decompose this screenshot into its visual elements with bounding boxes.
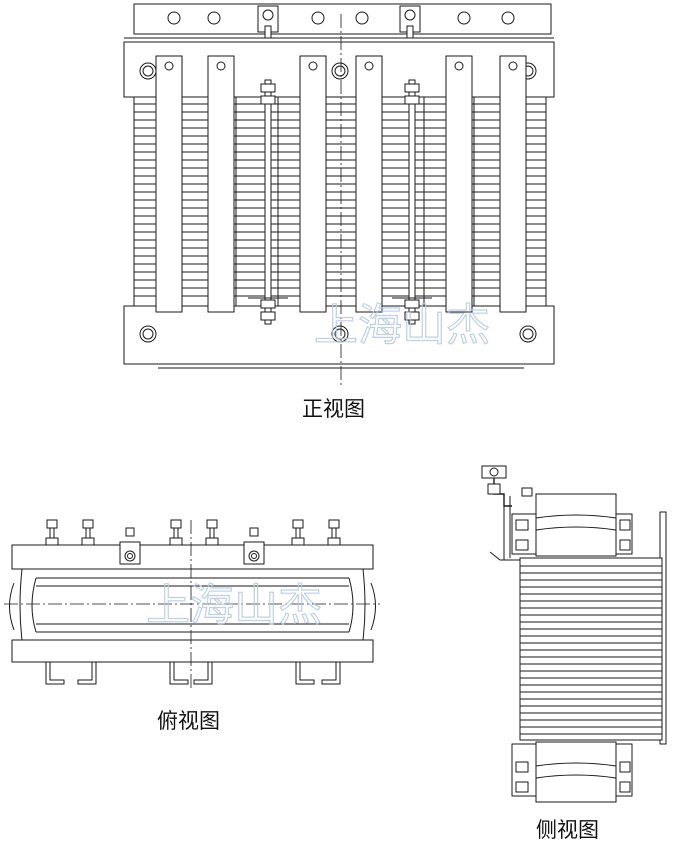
lead-strap bbox=[499, 55, 527, 313]
terminal-hole-icon bbox=[167, 11, 181, 25]
mounting-foot bbox=[295, 662, 315, 685]
terminal-block bbox=[481, 465, 507, 479]
strap-hole-icon bbox=[454, 61, 464, 71]
front-view: 正视图 bbox=[123, 3, 555, 421]
terminal-bolts bbox=[45, 519, 341, 565]
watermark-top: 上海山杰 bbox=[146, 580, 322, 631]
strap-hole-icon bbox=[216, 61, 226, 71]
nut-icon bbox=[260, 83, 276, 93]
nut-icon bbox=[292, 519, 304, 529]
core-laminations bbox=[133, 96, 547, 307]
upper-coil bbox=[535, 493, 617, 557]
upper-yoke-clamp bbox=[123, 41, 555, 98]
strap-hole-icon bbox=[364, 61, 374, 71]
lead-strap bbox=[445, 55, 473, 313]
top-view-label: 俯视图 bbox=[157, 709, 220, 733]
side-view: 侧视图 bbox=[481, 465, 667, 842]
mounting-foot bbox=[169, 662, 189, 685]
nut-icon bbox=[205, 537, 219, 546]
front-view-label: 正视图 bbox=[302, 397, 365, 421]
terminal-hole-icon bbox=[311, 11, 325, 25]
nut-icon bbox=[206, 519, 218, 529]
nut-icon bbox=[260, 95, 276, 105]
nut-icon bbox=[45, 537, 59, 546]
nut-icon bbox=[515, 761, 529, 793]
nut-icon bbox=[404, 311, 420, 321]
nut-icon bbox=[291, 537, 305, 546]
nut-icon bbox=[169, 537, 183, 546]
lead-strap bbox=[299, 55, 327, 313]
lead-strap bbox=[207, 55, 235, 313]
terminal-hole-icon bbox=[248, 550, 260, 562]
terminal-hole-icon bbox=[207, 11, 221, 25]
nut-icon bbox=[260, 299, 276, 309]
top-clamp bbox=[11, 544, 374, 570]
bottom-clamp bbox=[11, 639, 374, 663]
nut-icon bbox=[404, 299, 420, 309]
tie-rod bbox=[408, 79, 416, 325]
lower-coil bbox=[535, 741, 617, 803]
nut-icon bbox=[82, 519, 94, 529]
terminal-bar bbox=[133, 3, 552, 35]
corner-bolt-icon bbox=[331, 62, 349, 80]
strap-hole-icon bbox=[508, 61, 518, 71]
nut-icon bbox=[619, 519, 631, 551]
tie-rods bbox=[248, 79, 432, 325]
lead-straps bbox=[155, 55, 527, 313]
side-view-label: 侧视图 bbox=[536, 818, 599, 842]
terminal-hole-icon bbox=[404, 9, 416, 21]
strap-hole-icon bbox=[308, 61, 318, 71]
mounting-foot bbox=[45, 662, 65, 685]
lower-yoke-clamp bbox=[123, 305, 555, 365]
mounting-feet bbox=[45, 662, 341, 685]
terminal-hole-icon bbox=[457, 11, 471, 25]
terminal-hole-icon bbox=[262, 9, 274, 21]
nut-icon bbox=[170, 519, 182, 529]
nut-icon bbox=[46, 519, 58, 529]
nut-icon bbox=[619, 761, 631, 793]
nut-icon bbox=[249, 527, 259, 537]
watermark-front: 上海山杰 bbox=[314, 300, 490, 351]
nut-icon bbox=[260, 311, 276, 321]
nut-icon bbox=[404, 83, 420, 93]
terminal-hole-icon bbox=[124, 550, 136, 562]
side-laminations bbox=[519, 557, 663, 741]
nut-icon bbox=[327, 537, 341, 546]
corner-bolt-icon bbox=[331, 325, 349, 343]
tie-rod bbox=[264, 79, 272, 325]
nut-icon bbox=[125, 527, 135, 537]
nut-icon bbox=[328, 519, 340, 529]
mounting-foot bbox=[193, 662, 213, 685]
terminal-hole-icon bbox=[355, 11, 369, 25]
terminal-hole-icon bbox=[501, 11, 515, 25]
lead-strap bbox=[155, 55, 183, 313]
corner-bolt-icon bbox=[519, 325, 537, 343]
top-view: 俯视图 bbox=[4, 519, 380, 733]
coil-outline bbox=[31, 577, 354, 633]
strap-hole-icon bbox=[164, 61, 174, 71]
lead-strap bbox=[355, 55, 383, 313]
corner-bolt-icon bbox=[139, 325, 157, 343]
mounting-foot bbox=[321, 662, 341, 685]
nut-icon bbox=[515, 519, 529, 551]
mounting-foot bbox=[77, 662, 97, 685]
nut-icon bbox=[404, 95, 420, 105]
nut-icon bbox=[81, 537, 95, 546]
